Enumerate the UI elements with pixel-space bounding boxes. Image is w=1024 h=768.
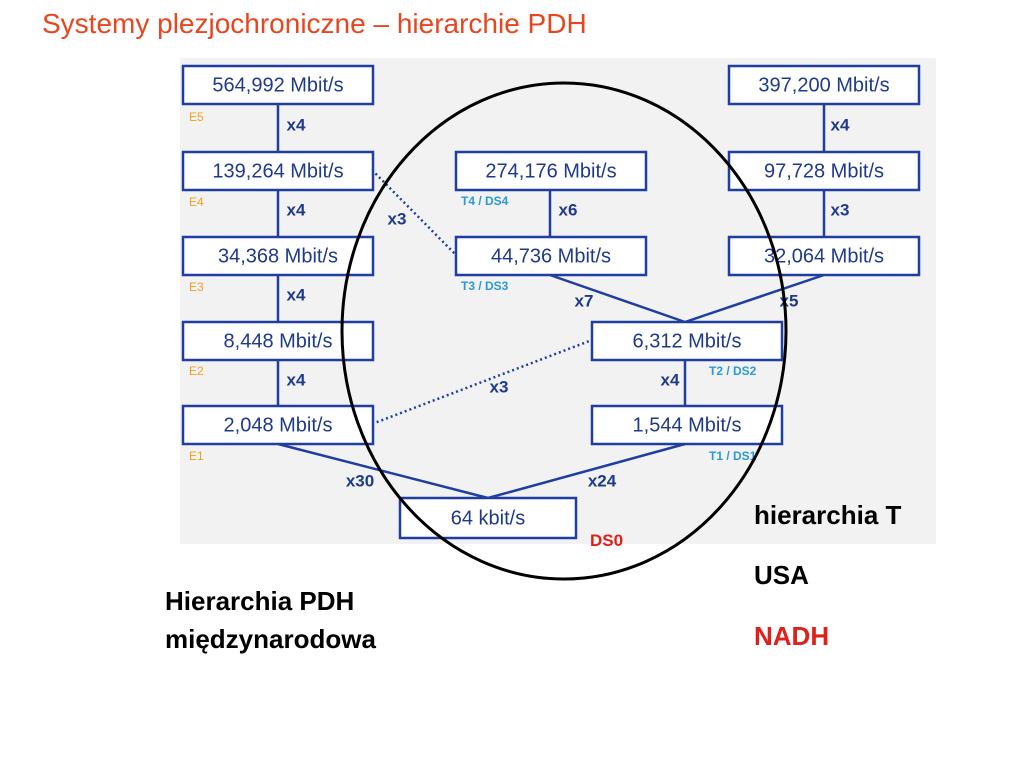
e5-box	[181, 64, 375, 106]
ds0-label: DS0	[590, 531, 624, 550]
e5-label: E5	[189, 110, 204, 124]
e1-ds0-link	[277, 442, 489, 500]
e4-multiplier: x4	[287, 200, 306, 219]
t1-label: T1 / DS1	[709, 449, 757, 463]
t2-label: T2 / DS2	[709, 364, 757, 378]
caption-international-line2: międzynarodowa	[165, 624, 376, 654]
j5-box	[727, 64, 921, 106]
e3-label: E3	[189, 280, 204, 294]
e4-rate: 139,264 Mbit/s	[212, 160, 343, 182]
t1-ds0-link	[487, 442, 686, 500]
t2-rate: 6,312 Mbit/s	[633, 330, 742, 352]
slide-title: Systemy plezjochroniczne – hierarchie PD…	[42, 8, 587, 39]
e2-label: E2	[189, 364, 204, 378]
e1-label: E1	[189, 449, 204, 463]
t1-box	[590, 404, 784, 446]
e1-t2-dotted-link	[371, 338, 593, 426]
ds0-rate: 64 kbit/s	[451, 507, 525, 529]
j3-box	[727, 235, 921, 277]
t2-multiplier: x4	[661, 370, 680, 389]
t3-label: T3 / DS3	[461, 279, 509, 293]
e1-multiplier: x30	[346, 471, 374, 490]
e1-rate: 2,048 Mbit/s	[224, 414, 333, 436]
t1-multiplier: x24	[588, 471, 617, 490]
e1-box	[181, 404, 375, 446]
t4-rate: 274,176 Mbit/s	[485, 160, 616, 182]
caption-nadh: NADH	[754, 621, 830, 651]
caption-usa: USA	[754, 560, 809, 590]
j5-multiplier: x4	[831, 115, 850, 134]
j5-rate: 397,200 Mbit/s	[758, 74, 889, 96]
t3-t2-link	[549, 273, 686, 324]
t4-label: T4 / DS4	[461, 194, 509, 208]
j4-box	[727, 150, 921, 192]
j3-t2-link	[684, 273, 825, 324]
j4-multiplier: x3	[831, 200, 850, 219]
j4-rate: 97,728 Mbit/s	[764, 160, 884, 182]
t2-box	[590, 320, 784, 362]
t4-box	[454, 150, 648, 192]
e2-rate: 8,448 Mbit/s	[224, 330, 333, 352]
t1-rate: 1,544 Mbit/s	[633, 414, 742, 436]
ds0-box	[398, 496, 578, 540]
e5-multiplier: x4	[287, 115, 306, 134]
caption-international-line1: Hierarchia PDH	[165, 586, 355, 616]
caption-t-hierarchy: hierarchia T	[754, 500, 902, 530]
e5-rate: 564,992 Mbit/s	[212, 74, 343, 96]
e4-label: E4	[189, 195, 204, 209]
t3-box	[454, 235, 648, 277]
diagram-background	[180, 58, 936, 544]
e4-box	[181, 150, 375, 192]
e2-multiplier: x4	[287, 370, 306, 389]
t3-multiplier: x7	[575, 291, 594, 310]
e3-box	[181, 235, 375, 277]
t4-multiplier: x6	[559, 200, 578, 219]
highlight-ellipse	[340, 81, 788, 581]
e3-rate: 34,368 Mbit/s	[218, 245, 338, 267]
e4-t3-multiplier: x3	[388, 209, 407, 228]
t3-rate: 44,736 Mbit/s	[491, 245, 611, 267]
e3-multiplier: x4	[287, 285, 306, 304]
e1-t2-multiplier: x3	[490, 377, 509, 396]
j3-rate: 32,064 Mbit/s	[764, 245, 884, 267]
